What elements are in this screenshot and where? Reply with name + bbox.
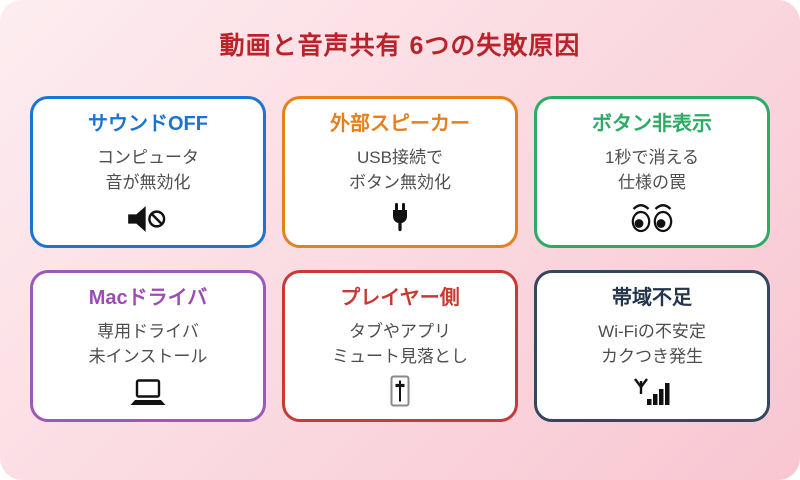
card-description-line: 未インストール (88, 347, 208, 366)
card-description-line: ミュート見落とし (332, 347, 468, 366)
card-sound-off: サウンドOFF コンピュータ 音が無効化 (30, 96, 266, 248)
card-title: ボタン非表示 (592, 112, 712, 135)
card-description-line: USB接続で (357, 147, 443, 167)
card-description-line: カクつき発生 (601, 347, 703, 366)
card-title: 外部スピーカー (330, 112, 470, 135)
page-title: 動画と音声共有 6つの失敗原因 (219, 32, 581, 60)
card-title: サウンドOFF (88, 112, 208, 135)
card-grid: サウンドOFF コンピュータ 音が無効化 外部スピーカー USB接続で ボタン無… (0, 96, 800, 422)
card-description-line: 仕様の罠 (618, 173, 686, 192)
card-bandwidth: 帯域不足 Wi-Fiの不安定 カクつき発生 (534, 270, 770, 422)
card-player-side: プレイヤー側 タブやアプリ ミュート見落とし (282, 270, 518, 422)
card-title: Macドライバ (88, 286, 208, 309)
card-description-line: タブやアプリ (349, 321, 451, 341)
muted-speaker-icon (128, 203, 168, 233)
card-description-line: 1秒で消える (605, 147, 699, 167)
card-description-line: Wi-Fiの不安定 (598, 321, 706, 341)
card-title: プレイヤー側 (340, 286, 460, 309)
card-external-speaker: 外部スピーカー USB接続で ボタン無効化 (282, 96, 518, 248)
laptop-icon (127, 377, 169, 407)
plug-icon (388, 202, 412, 233)
card-description-line: 専用ドライバ (97, 321, 199, 341)
card-title: 帯域不足 (612, 286, 692, 309)
card-description-line: コンピュータ (97, 147, 199, 167)
card-description-line: ボタン無効化 (349, 173, 451, 192)
level-slider-icon (390, 375, 410, 407)
card-hidden-button: ボタン非表示 1秒で消える 仕様の罠 (534, 96, 770, 248)
antenna-bars-icon (633, 377, 671, 407)
card-description-line: 音が無効化 (105, 173, 191, 192)
card-mac-driver: Macドライバ 専用ドライバ 未インストール (30, 270, 266, 422)
eyes-icon (629, 203, 675, 233)
